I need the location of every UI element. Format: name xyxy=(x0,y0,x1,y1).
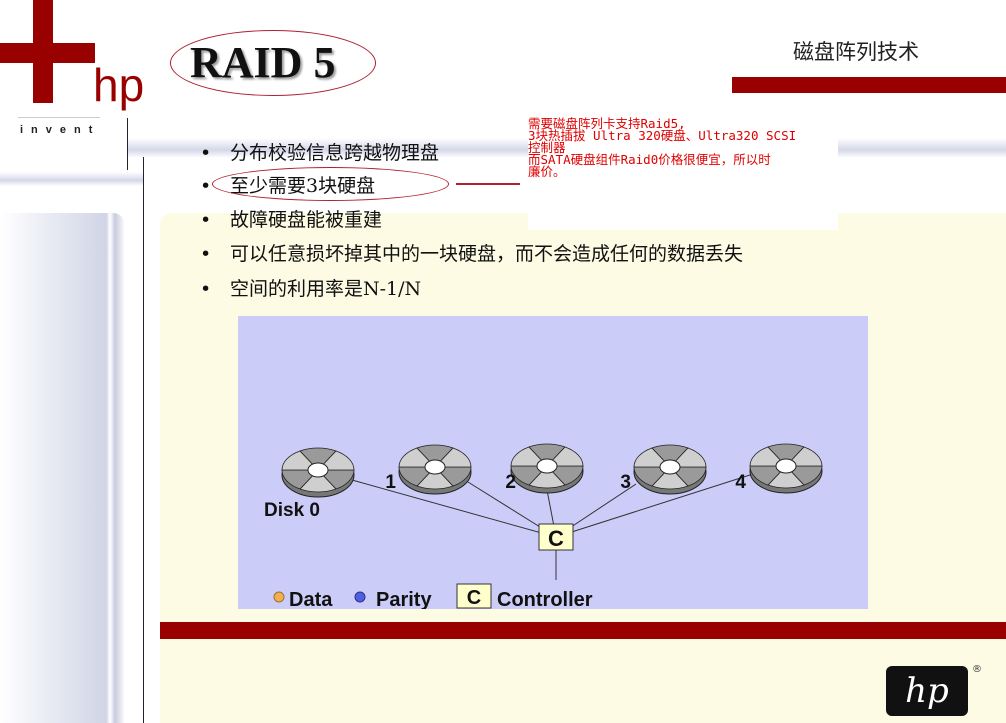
bullet-text: 可以任意损坏掉其中的一块硬盘，而不会造成任何的数据丢失 xyxy=(230,243,744,265)
note-line: 控制器 xyxy=(528,140,566,155)
annotation-connector xyxy=(456,183,520,185)
disk-icon xyxy=(510,443,584,494)
disk-label: Disk 0 xyxy=(264,500,320,521)
divider-line xyxy=(127,118,128,170)
hp-logo: hp xyxy=(886,666,968,716)
header-red-bar xyxy=(732,77,1006,93)
raid5-diagram: Disk 0 1 2 3 4 C Data Parity C Controller xyxy=(238,316,868,611)
bullet-text: 故障硬盘能被重建 xyxy=(230,209,383,231)
left-panel xyxy=(0,213,125,723)
disk-label: 4 xyxy=(735,472,746,493)
logo-hp-text: hp xyxy=(93,59,145,111)
data-legend-icon xyxy=(273,591,285,603)
bullet-item: •分布校验信息跨越物理盘 xyxy=(200,142,440,164)
controller-label: C xyxy=(548,526,564,551)
note-line: 3块热插拔 Ultra 320硬盘、Ultra320 SCSI xyxy=(528,128,797,143)
bullet-text: 分布校验信息跨越物理盘 xyxy=(230,142,440,164)
bullet-text: 空间的利用率是N-1/N xyxy=(230,278,422,300)
bullet-item: •故障硬盘能被重建 xyxy=(200,209,383,231)
disk-label: 1 xyxy=(385,472,396,493)
bullet-item: •可以任意损坏掉其中的一块硬盘，而不会造成任何的数据丢失 xyxy=(200,243,744,265)
registered-mark: ® xyxy=(972,664,982,675)
left-band xyxy=(0,172,143,186)
logo-cross-horizontal xyxy=(0,43,95,63)
legend-controller: Controller xyxy=(497,589,593,609)
note-line: 需要磁盘阵列卡支持Raid5, xyxy=(528,116,686,131)
divider-line xyxy=(143,157,144,723)
disk-icon xyxy=(281,447,355,498)
disk-label: 2 xyxy=(505,472,516,493)
disk-connection-line xyxy=(351,479,557,538)
disk-icon xyxy=(398,444,472,495)
parity-legend-icon xyxy=(354,591,366,603)
footer-red-bar xyxy=(160,622,1006,639)
controller-legend-box xyxy=(456,583,492,609)
header-title: 磁盘阵列技术 xyxy=(793,40,919,64)
controller-box xyxy=(538,523,574,551)
title-highlight-ellipse xyxy=(170,30,376,96)
disk-icon xyxy=(633,444,707,495)
note-line: 廉价。 xyxy=(528,164,566,179)
slide-title: RAID 5 xyxy=(190,38,336,87)
legend-parity: Parity xyxy=(376,589,432,609)
raid5-diagram-svg: Disk 0 1 2 3 4 C Data Parity C Controller xyxy=(264,443,823,611)
bullet-highlight-ellipse xyxy=(212,167,449,201)
legend-controller-symbol: C xyxy=(467,587,481,609)
note-line: 而SATA硬盘组件Raid0价格很便宜，所以时 xyxy=(528,152,771,167)
annotation-note: 需要磁盘阵列卡支持Raid5, 3块热插拔 Ultra 320硬盘、Ultra3… xyxy=(528,112,838,230)
disk-label: 3 xyxy=(620,472,631,493)
logo-divider xyxy=(18,117,100,118)
disk-connection-line xyxy=(555,473,754,538)
disk-icon xyxy=(749,443,823,494)
bullet-item: •空间的利用率是N-1/N xyxy=(200,278,422,300)
logo-tagline: invent xyxy=(20,124,101,136)
legend-data: Data xyxy=(289,589,333,609)
